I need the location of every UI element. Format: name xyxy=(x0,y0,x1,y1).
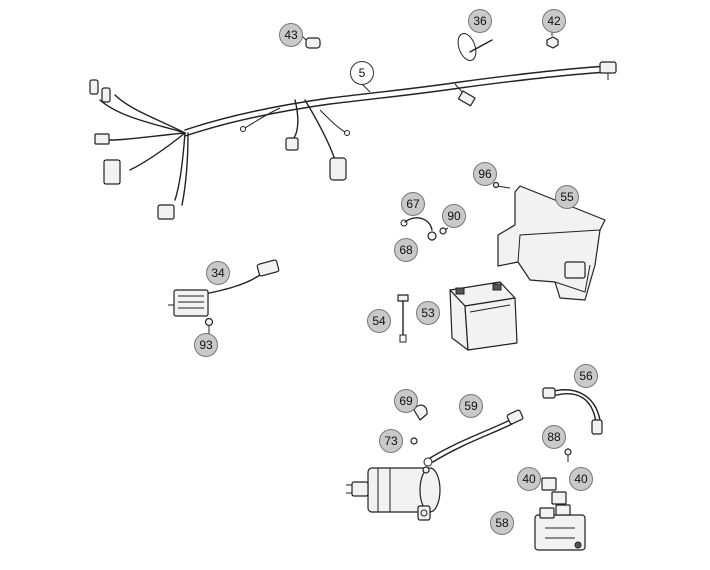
starter-motor xyxy=(346,466,441,521)
callout-34: 34 xyxy=(206,261,230,285)
callout-93: 93 xyxy=(194,333,218,357)
callout-67: 67 xyxy=(401,192,425,216)
starter-cable xyxy=(423,409,524,467)
callout-53: 53 xyxy=(416,301,440,325)
callout-5: 5 xyxy=(350,61,374,85)
callout-58: 58 xyxy=(490,511,514,535)
callout-68: 68 xyxy=(394,238,418,262)
callout-56: 56 xyxy=(574,364,598,388)
terminal-cap xyxy=(410,404,428,445)
callout-42: 42 xyxy=(542,9,566,33)
battery-strap xyxy=(397,294,409,343)
callout-40-right: 40 xyxy=(569,467,593,491)
callout-88: 88 xyxy=(542,425,566,449)
callout-36: 36 xyxy=(468,9,492,33)
callout-90: 90 xyxy=(442,204,466,228)
callout-69: 69 xyxy=(394,389,418,413)
callout-54: 54 xyxy=(367,309,391,333)
callout-59: 59 xyxy=(459,394,483,418)
callout-55: 55 xyxy=(555,185,579,209)
starter-relay xyxy=(534,448,586,551)
wiring-harness xyxy=(89,61,617,220)
fuse-cable xyxy=(400,217,449,241)
callout-73: 73 xyxy=(379,429,403,453)
callout-40-left: 40 xyxy=(517,467,541,491)
grommet xyxy=(299,33,321,49)
voltage-regulator xyxy=(168,259,280,336)
battery-holder xyxy=(492,181,606,301)
battery xyxy=(449,281,518,351)
callout-96: 96 xyxy=(473,162,497,186)
callout-43: 43 xyxy=(279,23,303,47)
battery-cable xyxy=(542,387,603,435)
